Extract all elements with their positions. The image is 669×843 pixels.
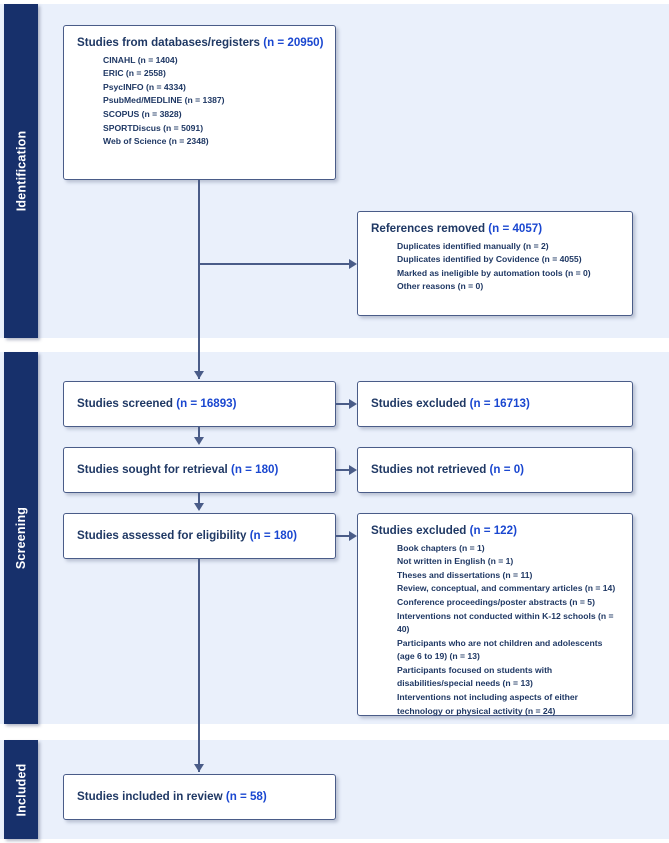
node-studies-excluded-screening[interactable]: Studies excluded (n = 16713) [357,381,633,427]
sublist-item: SPORTDiscus (n = 5091) [103,122,204,133]
node-title: Studies excluded (n = 122) [371,523,621,539]
node-title-text: Studies assessed for eligibility [77,529,250,543]
sublist-item: PsycINFO (n = 4334) [103,81,186,92]
sublist-item: ERIC (n = 2558) [103,68,166,79]
arrowhead-to-references-removed [349,258,357,269]
node-title: Studies from databases/registers (n = 20… [77,35,324,51]
node-title-text: Studies excluded [371,524,470,537]
sublist-item: Interventions not including aspects of e… [397,692,578,716]
phase-tab-label-screening: Screening [14,506,28,570]
sublist-item: Interventions not conducted within K-12 … [397,610,614,635]
node-title-count: (n = 20950) [263,36,324,49]
sublist-item: Duplicates identified by Covidence (n = … [397,254,582,265]
phase-tab-label-identification: Identification [14,130,29,212]
node-sublist: Book chapters (n = 1) Not written in Eng… [371,542,621,719]
node-references-removed[interactable]: References removed (n = 4057) Duplicates… [357,211,633,316]
connector-sought-to-assessed [198,493,200,505]
sublist-item: CINAHL (n = 1404) [103,54,178,65]
node-title: Studies sought for retrieval (n = 180) [77,462,324,478]
node-studies-excluded-eligibility[interactable]: Studies excluded (n = 122) Book chapters… [357,513,633,716]
sublist-item: Other reasons (n = 0) [397,281,484,292]
arrowhead-to-screened [193,371,204,379]
node-body: Studies screened (n = 16893) [64,396,335,412]
sublist-item: Marked as ineligible by automation tools… [397,267,591,278]
node-title-text: Studies included in review [77,790,226,804]
node-title: Studies excluded (n = 16713) [371,396,621,412]
node-title: Studies not retrieved (n = 0) [371,462,621,478]
node-title-count: (n = 180) [249,529,298,543]
node-title-count: (n = 0) [489,463,525,477]
arrowhead-assessed-to-excluded [349,530,357,541]
node-title-text: References removed [371,222,489,235]
node-title-count: (n = 16713) [469,397,530,411]
node-title-text: Studies excluded [371,397,470,411]
node-body: Studies included in review (n = 58) [64,789,335,805]
node-title-count: (n = 180) [230,463,279,477]
node-title-text: Studies sought for retrieval [77,463,231,477]
sublist-item: Review, conceptual, and commentary artic… [397,583,616,594]
node-studies-screened[interactable]: Studies screened (n = 16893) [63,381,336,427]
phase-tab-identification: Identification [4,4,38,338]
sublist-item: PsubMed/MEDLINE (n = 1387) [103,95,225,106]
node-title: Studies included in review (n = 58) [77,789,324,805]
node-studies-from-databases[interactable]: Studies from databases/registers (n = 20… [63,25,336,180]
connector-screened-to-sought [198,427,200,439]
arrowhead-screened-to-excluded [349,398,357,409]
arrowhead-to-assessed-eligibility [193,503,204,511]
node-title-text: Studies from databases/registers [77,36,264,49]
node-title-count: (n = 16893) [176,397,237,411]
node-body: Studies not retrieved (n = 0) [358,462,632,478]
sublist-item: Participants focused on students with di… [397,664,553,689]
sublist-item: SCOPUS (n = 3828) [103,108,182,119]
connector-sought-to-not-retrieved [336,469,350,471]
node-sublist: Duplicates identified manually (n = 2) D… [371,240,621,294]
node-title-text: Studies screened [77,397,177,411]
phase-tab-label-included: Included [14,763,28,816]
node-title: Studies assessed for eligibility (n = 18… [77,528,324,544]
connector-to-references-removed [198,263,350,265]
sublist-item: Participants who are not children and ad… [397,637,603,662]
connector-assessed-to-included [198,559,200,772]
connector-databases-trunk [198,180,200,379]
sublist-item: Book chapters (n = 1) [397,542,485,553]
arrowhead-sought-to-not-retrieved [349,464,357,475]
node-title: References removed (n = 4057) [371,221,621,237]
connector-assessed-to-excluded [336,535,350,537]
sublist-item: Conference proceedings/poster abstracts … [397,596,595,607]
node-studies-not-retrieved[interactable]: Studies not retrieved (n = 0) [357,447,633,493]
node-studies-sought-for-retrieval[interactable]: Studies sought for retrieval (n = 180) [63,447,336,493]
node-body: Studies from databases/registers (n = 20… [64,26,335,158]
node-title-count: (n = 122) [469,524,517,537]
sublist-item: Duplicates identified manually (n = 2) [397,240,549,251]
node-title-text: Studies not retrieved [371,463,490,477]
sublist-item: Web of Science (n = 2348) [103,136,209,147]
sublist-item: Theses and dissertations (n = 11) [397,569,533,580]
node-sublist: CINAHL (n = 1404) ERIC (n = 2558) PsycIN… [77,54,324,149]
node-studies-assessed-for-eligibility[interactable]: Studies assessed for eligibility (n = 18… [63,513,336,559]
node-body: Studies sought for retrieval (n = 180) [64,462,335,478]
node-body: Studies excluded (n = 16713) [358,396,632,412]
arrowhead-to-sought-retrieval [193,437,204,445]
node-title-count: (n = 4057) [488,222,543,235]
node-body: Studies excluded (n = 122) Book chapters… [358,514,632,727]
phase-tab-included: Included [4,740,38,839]
node-body: References removed (n = 4057) Duplicates… [358,212,632,303]
node-title-count: (n = 58) [225,790,267,804]
arrowhead-to-included-review [193,764,204,772]
node-body: Studies assessed for eligibility (n = 18… [64,528,335,544]
node-studies-included-in-review[interactable]: Studies included in review (n = 58) [63,774,336,820]
phase-tab-screening: Screening [4,352,38,724]
connector-screened-to-excluded [336,403,350,405]
sublist-item: Not written in English (n = 1) [397,556,514,567]
node-title: Studies screened (n = 16893) [77,396,324,412]
